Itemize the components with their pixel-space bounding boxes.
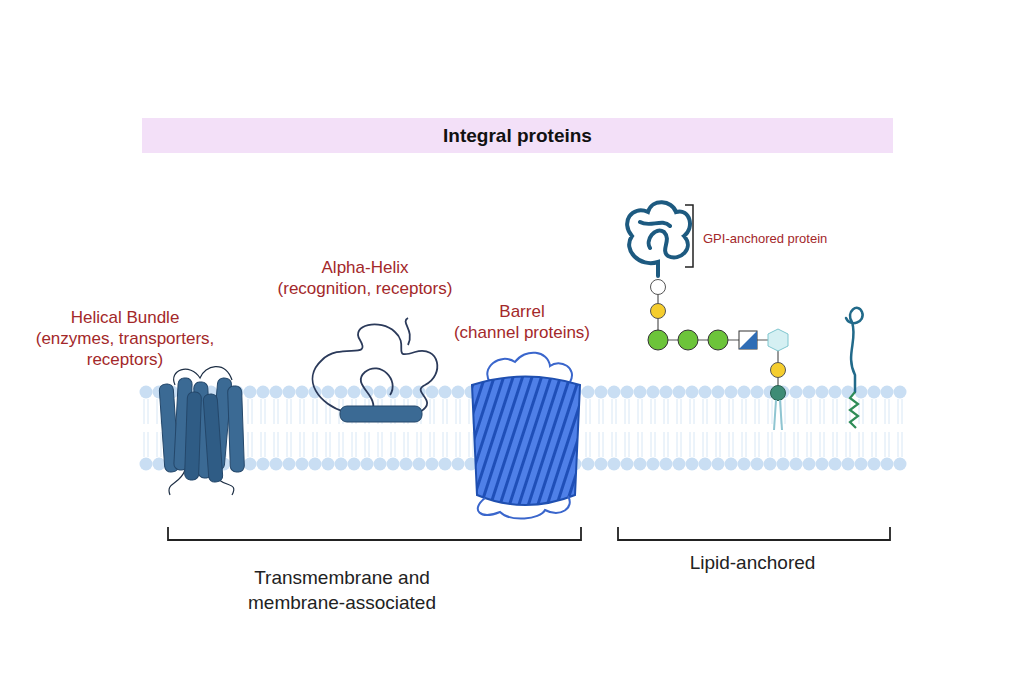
bracket-label: GPI-anchored protein	[703, 228, 863, 249]
group-label: Transmembrane and membrane-associated	[222, 565, 462, 615]
helix-cylinders	[159, 378, 245, 483]
lipid-anchored-protein	[846, 308, 863, 428]
helical-bundle	[169, 367, 234, 495]
structure-name: Barrel	[432, 301, 612, 322]
alpha-helix-protein	[313, 318, 438, 422]
structure-function: (channel proteins)	[432, 322, 612, 343]
structure-function: (recognition, receptors)	[245, 278, 485, 299]
structure-name: Helical Bundle	[10, 307, 240, 328]
structure-function: (enzymes, transporters, receptors)	[10, 328, 240, 370]
group-bracket	[618, 527, 890, 540]
group-bracket	[168, 527, 581, 540]
title: Integral proteins	[142, 123, 893, 148]
group-label: Lipid-anchored	[640, 550, 865, 575]
title-band	[142, 118, 893, 153]
structure-name: Alpha-Helix	[245, 257, 485, 278]
beta-barrel	[472, 353, 580, 519]
